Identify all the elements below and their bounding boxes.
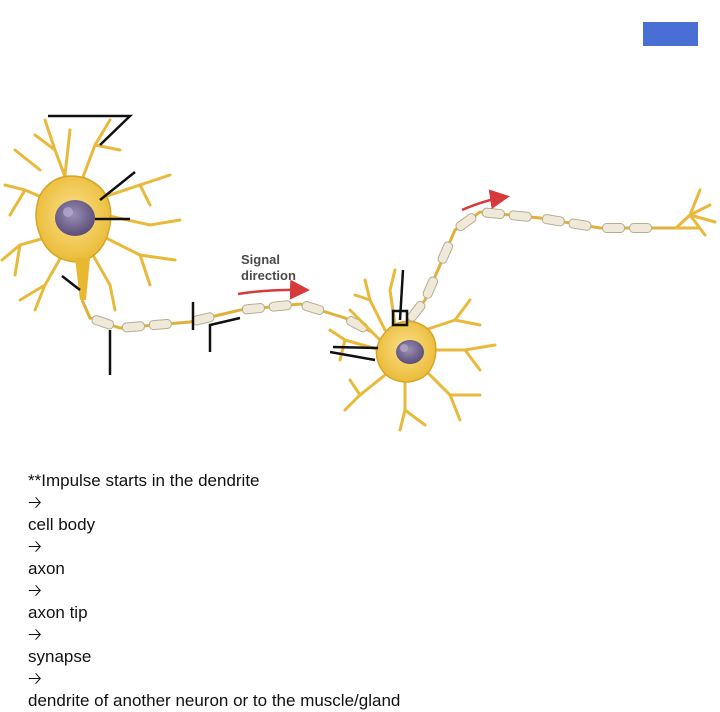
caption-part: **Impulse starts in the dendrite — [28, 471, 260, 490]
right-arrow-icon: 🡢 — [28, 581, 42, 601]
neuron-diagram — [0, 114, 717, 432]
signal-label-line2: direction — [241, 268, 296, 283]
myelin-segment — [541, 214, 565, 227]
myelin-segment — [121, 321, 145, 333]
neuron-1-axon — [80, 299, 373, 334]
neuron-1-nucleus — [55, 200, 95, 236]
signal-label-line1: Signal — [241, 252, 281, 267]
right-arrow-icon: 🡢 — [28, 537, 42, 557]
signal-arrow-2 — [461, 189, 510, 212]
right-arrow-icon: 🡢 — [28, 625, 42, 645]
neuron-2-axon — [406, 207, 676, 323]
myelin-segment — [481, 207, 505, 220]
caption-part: axon tip — [28, 603, 88, 622]
myelin-segment — [148, 318, 172, 331]
myelin-segment — [301, 300, 325, 316]
myelin-segment — [241, 302, 265, 315]
myelin-segment — [508, 210, 532, 222]
caption-line1: **Impulse starts in the dendrite 🡢 cell … — [28, 470, 708, 668]
slide: Signal direction **Impulse starts in the… — [0, 22, 717, 710]
myelin-segment — [602, 223, 625, 233]
myelin-segment — [407, 300, 426, 322]
myelin-segment — [91, 315, 115, 330]
signal-arrow-1 — [237, 279, 310, 300]
caption-part: axon — [28, 559, 65, 578]
myelin-segment — [455, 213, 477, 232]
myelin-segment — [629, 223, 652, 233]
myelin-segment — [268, 300, 292, 312]
caption-part: dendrite of another neuron or to the mus… — [28, 691, 401, 710]
right-arrow-icon: 🡢 — [28, 493, 42, 513]
signal-direction-label: Signal direction — [241, 252, 296, 284]
caption-line2: 🡢 dendrite of another neuron or to the m… — [28, 668, 708, 712]
myelin-segment — [437, 241, 454, 264]
impulse-path-caption: **Impulse starts in the dendrite 🡢 cell … — [28, 470, 708, 712]
caption-part: cell body — [28, 515, 96, 534]
myelin-segment — [568, 218, 592, 231]
leader-lines — [48, 114, 409, 375]
accent-box — [643, 22, 698, 46]
neuron-2-dendrites — [328, 268, 497, 432]
axon-terminal — [674, 188, 717, 237]
caption-part: synapse — [28, 647, 92, 666]
neuron-2-nucleus — [396, 340, 424, 364]
right-arrow-icon: 🡢 — [28, 669, 42, 689]
myelin-segment — [422, 276, 439, 299]
